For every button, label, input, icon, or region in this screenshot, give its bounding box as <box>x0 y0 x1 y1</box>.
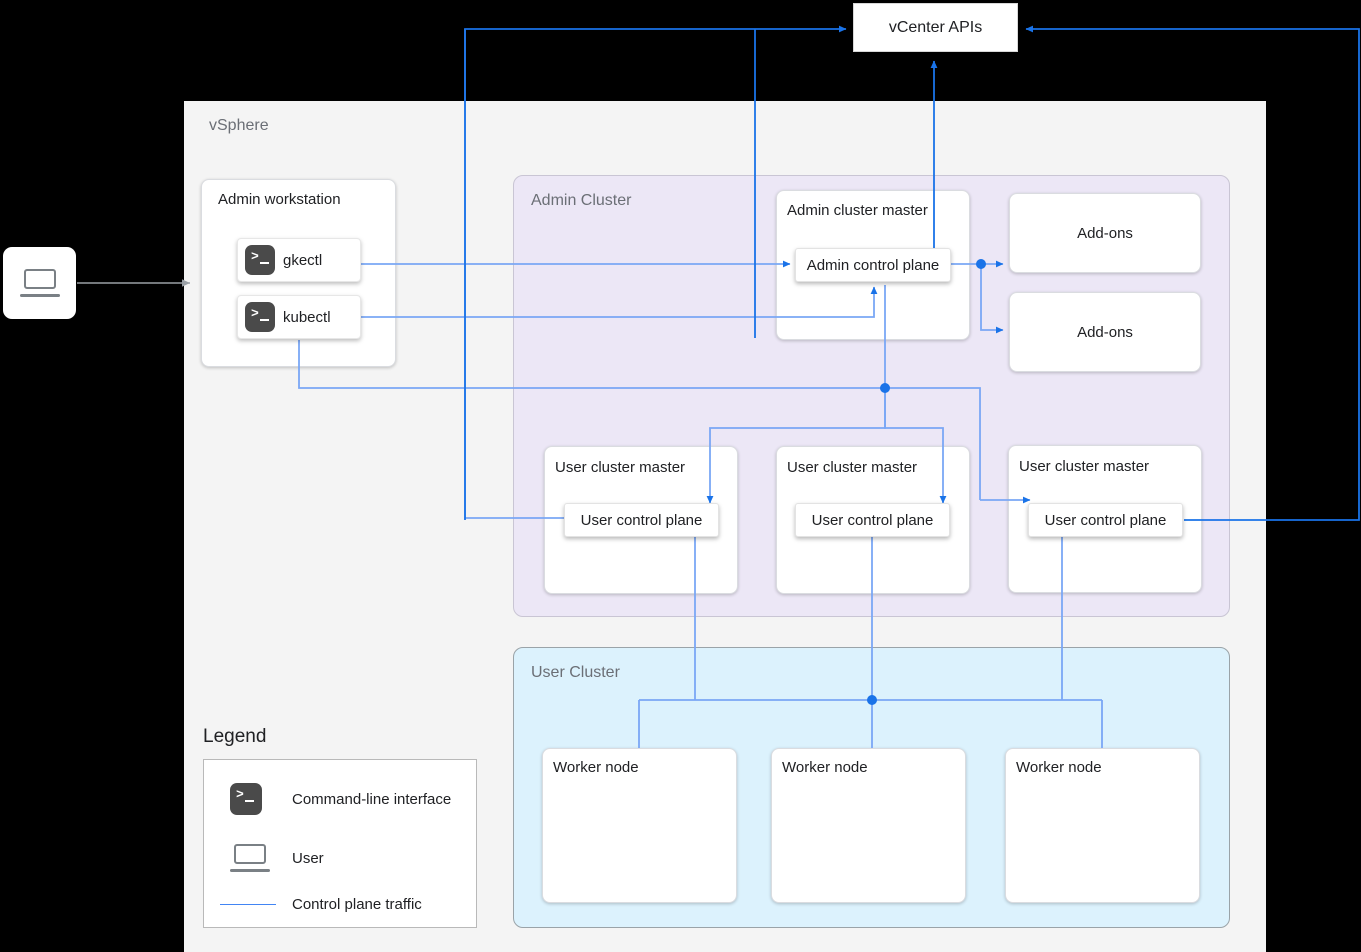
terminal-icon <box>245 245 275 275</box>
admin-cluster-label: Admin Cluster <box>531 192 632 209</box>
user-cluster-label: User Cluster <box>531 664 620 681</box>
legend-item-traffic: Control plane traffic <box>220 896 422 913</box>
user-cluster-master-title-2: User cluster master <box>787 459 918 476</box>
worker-node-label-3: Worker node <box>1016 759 1102 776</box>
worker-node-label-1: Worker node <box>553 759 639 776</box>
legend-label-cli: Command-line interface <box>292 790 452 808</box>
cli-kubectl-label: kubectl <box>283 308 331 326</box>
legend-title: Legend <box>203 726 267 747</box>
cli-kubectl[interactable]: kubectl <box>237 295 361 339</box>
legend-label-traffic: Control plane traffic <box>292 896 422 913</box>
addons-box-1[interactable]: Add-ons <box>1009 193 1201 273</box>
vsphere-label: vSphere <box>209 117 269 134</box>
worker-node-box-3[interactable] <box>1005 748 1200 903</box>
user-node[interactable] <box>3 247 76 319</box>
admin-control-plane-box[interactable]: Admin control plane <box>795 248 951 282</box>
user-control-plane-box-3[interactable]: User control plane <box>1028 503 1183 537</box>
legend-item-cli: Command-line interface <box>230 783 451 815</box>
legend-label-user: User <box>292 849 324 867</box>
vcenter-apis-box[interactable]: vCenter APIs <box>853 3 1018 52</box>
laptop-icon <box>230 844 270 872</box>
laptop-icon <box>19 269 60 297</box>
line-icon <box>220 904 276 905</box>
admin-workstation-title: Admin workstation <box>218 191 341 208</box>
user-cluster-master-title-3: User cluster master <box>1019 458 1150 475</box>
worker-node-box-1[interactable] <box>542 748 737 903</box>
user-control-plane-box-1[interactable]: User control plane <box>564 503 719 537</box>
legend-item-user: User <box>230 844 324 872</box>
user-cluster-master-title-1: User cluster master <box>555 459 686 476</box>
cli-gkectl[interactable]: gkectl <box>237 238 361 282</box>
terminal-icon <box>230 783 262 815</box>
user-control-plane-box-2[interactable]: User control plane <box>795 503 950 537</box>
cli-gkectl-label: gkectl <box>283 251 323 269</box>
admin-cluster-master-title: Admin cluster master <box>787 202 928 219</box>
worker-node-label-2: Worker node <box>782 759 868 776</box>
terminal-icon <box>245 302 275 332</box>
addons-box-2[interactable]: Add-ons <box>1009 292 1201 372</box>
worker-node-box-2[interactable] <box>771 748 966 903</box>
